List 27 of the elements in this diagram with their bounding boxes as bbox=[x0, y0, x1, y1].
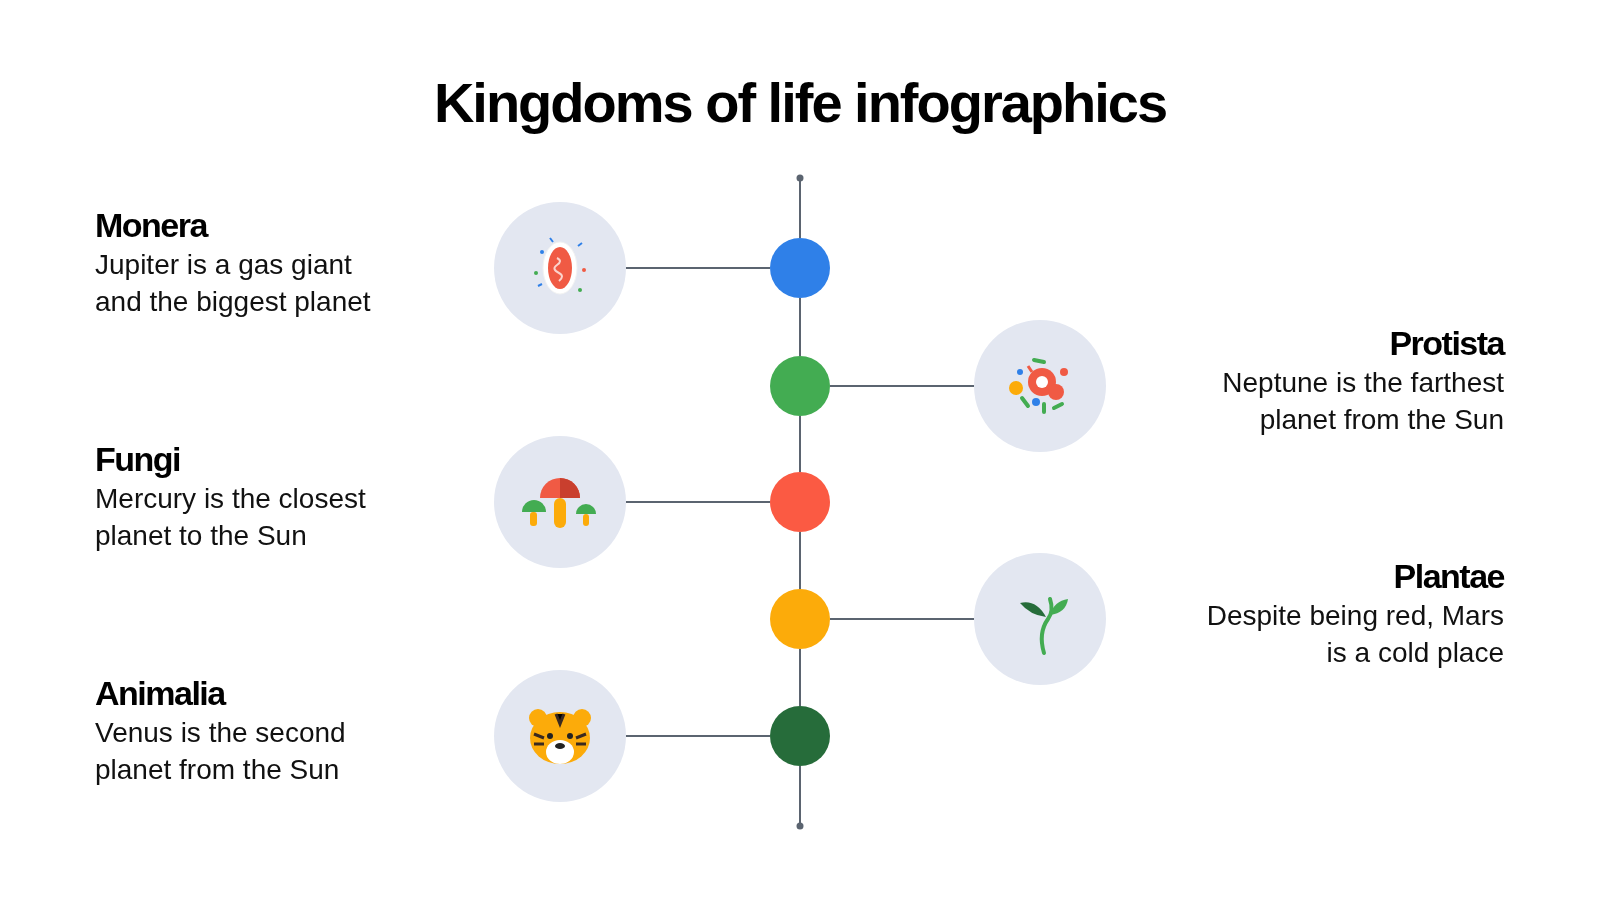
kingdom-description: Jupiter is a gas giant and the biggest planet bbox=[95, 248, 372, 319]
kingdom-heading: Animalia bbox=[95, 674, 225, 713]
timeline-dot bbox=[770, 238, 830, 298]
timeline-dot bbox=[770, 706, 830, 766]
kingdom-heading: Protista bbox=[1389, 324, 1504, 363]
kingdom-description: Neptune is the farthest planet from the Sun bbox=[1221, 366, 1504, 437]
timeline-dot bbox=[770, 356, 830, 416]
connector-line bbox=[625, 267, 771, 269]
title: Kingdoms of life infographics bbox=[432, 70, 1168, 135]
timeline-line bbox=[799, 648, 801, 707]
kingdom-description: Venus is the second planet from the Sun bbox=[95, 716, 347, 787]
timeline-line bbox=[799, 297, 801, 357]
kingdom-heading: Plantae bbox=[1393, 557, 1504, 596]
kingdom-heading: Monera bbox=[95, 206, 207, 245]
kingdom-heading: Fungi bbox=[95, 440, 181, 479]
timeline-dot bbox=[770, 589, 830, 649]
connector-line bbox=[625, 735, 771, 737]
timeline-line bbox=[799, 531, 801, 590]
timeline-line bbox=[799, 415, 801, 473]
connector-line bbox=[829, 385, 975, 387]
kingdom-description: Despite being red, Mars is a cold place bbox=[1205, 599, 1504, 670]
connector-line bbox=[829, 618, 975, 620]
timeline-dot bbox=[770, 472, 830, 532]
timeline-line bbox=[796, 174, 804, 239]
kingdom-description: Mercury is the closest planet to the Sun bbox=[95, 482, 367, 553]
connector-line bbox=[625, 501, 771, 503]
timeline-line bbox=[796, 765, 804, 830]
